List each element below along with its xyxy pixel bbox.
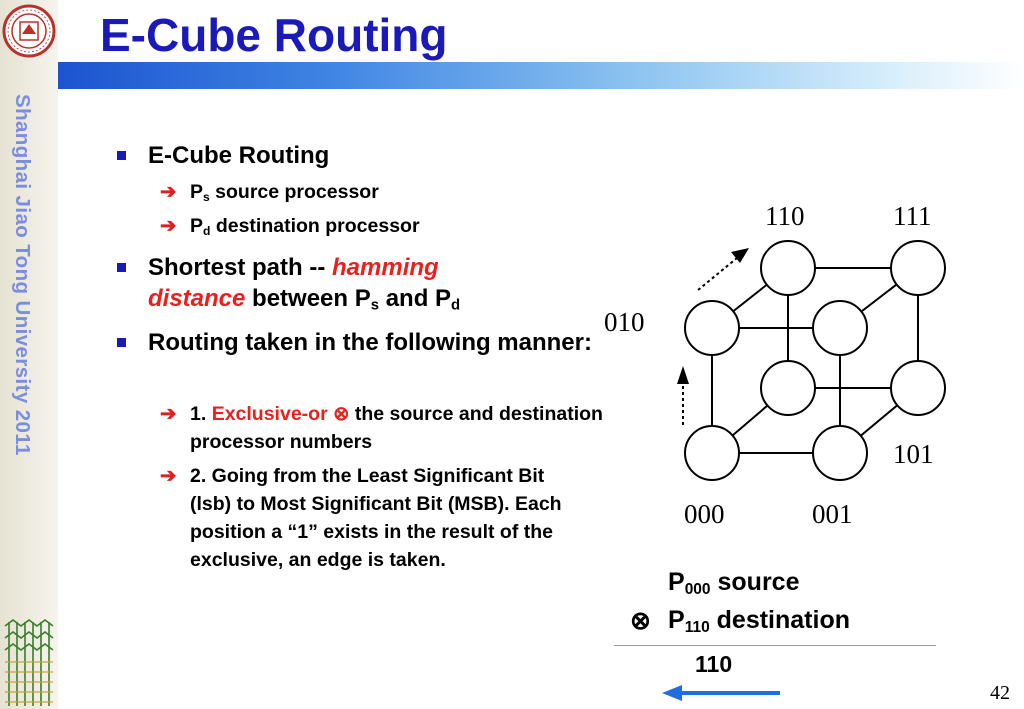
example-destination-text: destination — [709, 606, 850, 634]
bullet-square-icon — [117, 151, 126, 160]
step-text: the source and destination processor num… — [190, 403, 603, 453]
lsb-direction-arrow-icon — [662, 685, 780, 701]
highlight-exclusive-or: Exclusive-or ⊗ — [211, 403, 350, 425]
label-001: 001 — [812, 499, 853, 529]
example-destination: P110 destination — [668, 606, 850, 635]
decorative-pattern-icon — [4, 619, 54, 706]
result-divider — [614, 645, 936, 646]
node-000 — [684, 425, 740, 481]
university-seal-icon — [2, 4, 56, 58]
label-101: 101 — [893, 439, 934, 469]
node-011 — [812, 300, 868, 356]
node-111 — [890, 240, 946, 296]
sidebar-university-text: Shanghai Jiao Tong University 2011 — [11, 94, 34, 456]
example-source-p: P — [668, 568, 685, 596]
example-source-sub: 000 — [684, 580, 711, 598]
subscript-d: d — [203, 224, 211, 239]
label-110: 110 — [765, 201, 805, 231]
subscript-d: d — [451, 297, 461, 314]
node-010 — [684, 300, 740, 356]
sub-bullet-p: P — [190, 215, 204, 237]
sub-bullet-text: source processor — [209, 181, 379, 203]
arrow-right-icon: ➔ — [160, 465, 177, 487]
bullet-text: Shortest path -- — [148, 254, 332, 281]
bullet-text: Routing taken in the following manner: — [148, 329, 592, 356]
example-destination-p: P — [668, 606, 685, 634]
title-underline-bar — [58, 62, 1024, 89]
subscript-s: s — [203, 190, 210, 205]
node-100 — [760, 360, 816, 416]
xor-result: 110 — [695, 651, 733, 677]
node-001 — [812, 425, 868, 481]
slide-title: E-Cube Routing — [100, 9, 448, 61]
bullet-text-between: between P — [245, 285, 371, 312]
arrow-right-icon: ➔ — [160, 181, 177, 203]
example-source: P000 source — [668, 568, 800, 597]
subscript-s: s — [370, 297, 380, 314]
example-destination-sub: 110 — [684, 618, 710, 636]
sidebar: Shanghai Jiao Tong University 2011 — [0, 0, 58, 709]
node-101 — [890, 360, 946, 416]
bullet-text-and: and P — [379, 285, 452, 312]
step-text: 2. Going from the Least Significant Bit … — [190, 465, 562, 571]
label-111: 111 — [893, 201, 932, 231]
bullet-square-icon — [117, 338, 126, 347]
highlight-distance: distance — [148, 285, 246, 312]
step-number: 1. — [190, 403, 212, 425]
page-number: 42 — [990, 682, 1010, 704]
arrow-right-icon: ➔ — [160, 403, 177, 425]
xor-operator: ⊗ — [630, 607, 651, 635]
bullet-square-icon — [117, 263, 126, 272]
example-source-text: source — [710, 568, 800, 596]
arrow-right-icon: ➔ — [160, 215, 177, 237]
route-arrow-diagonal — [697, 248, 749, 291]
node-110 — [760, 240, 816, 296]
sub-bullet-text: destination processor — [210, 215, 420, 237]
route-arrow-up — [677, 366, 689, 425]
highlight-hamming: hamming — [332, 254, 439, 281]
hypercube-diagram: 110 111 010 101 000 001 — [604, 201, 946, 529]
label-000: 000 — [684, 499, 725, 529]
label-010: 010 — [604, 307, 645, 337]
sub-bullet-p: P — [190, 181, 204, 203]
bullet-text: E-Cube Routing — [148, 142, 330, 169]
